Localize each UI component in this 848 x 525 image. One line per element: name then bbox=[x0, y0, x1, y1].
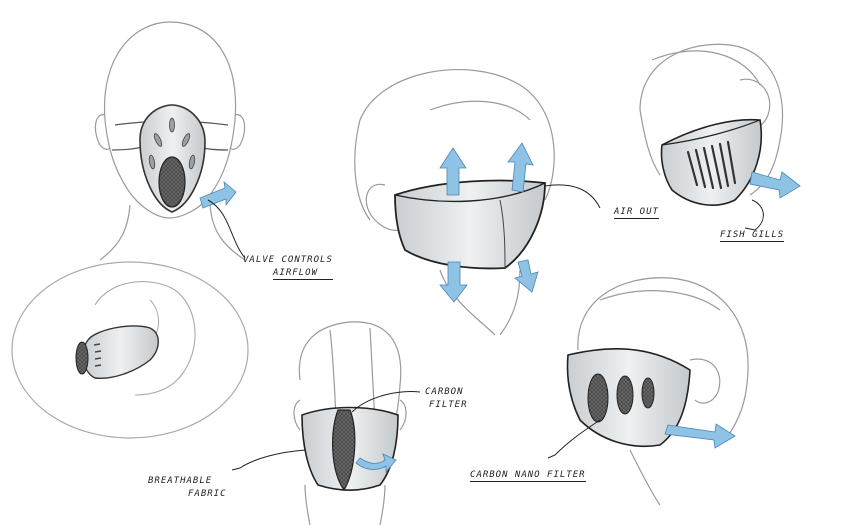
annotation-fish-gills: FISH GILLS bbox=[720, 230, 785, 242]
annotation-carbon-filter: CARBON FILTER bbox=[425, 387, 468, 410]
leader-air-out bbox=[544, 184, 601, 209]
annotation-valve-controls: VALVE CONTROLS AIRFLOW bbox=[243, 255, 333, 280]
nano-mask-body bbox=[566, 347, 691, 448]
annotation-breathable-fabric: BREATHABLE FABRIC bbox=[148, 476, 227, 499]
leader-carbon-nano bbox=[547, 419, 601, 459]
annotation-carbon-line2: FILTER bbox=[429, 400, 468, 410]
annotation-breathable-line1: BREATHABLE bbox=[148, 476, 213, 486]
head-outline bbox=[103, 21, 237, 219]
annotation-air-out: AIR OUT bbox=[614, 207, 659, 219]
gills-mask-body bbox=[660, 118, 763, 206]
neck bbox=[99, 204, 246, 261]
ear-right bbox=[229, 114, 246, 150]
airflow-arrow-gills bbox=[749, 171, 801, 199]
center-mask-body bbox=[394, 179, 546, 270]
annotation-valve-line1: VALVE CONTROLS bbox=[243, 255, 333, 265]
sketch-carbon-nano bbox=[577, 277, 749, 506]
leader-carbon bbox=[351, 391, 421, 413]
carbon-mask-body bbox=[301, 406, 399, 492]
air-out-arrows bbox=[439, 142, 539, 303]
sketch-side-profile bbox=[11, 261, 249, 439]
annotation-valve-line2: AIRFLOW bbox=[273, 268, 333, 280]
side-valve-mesh bbox=[75, 341, 89, 375]
valve-mask-body bbox=[139, 104, 206, 213]
side-mask-body bbox=[82, 325, 159, 379]
carbon-filter-strip bbox=[332, 409, 356, 492]
leader-fish-gills bbox=[744, 199, 764, 231]
ear-left bbox=[94, 114, 111, 150]
airflow-arrow-carbon bbox=[355, 453, 397, 474]
leader-valve bbox=[207, 199, 246, 259]
leader-breathable bbox=[231, 449, 306, 471]
sketch-fish-gills bbox=[639, 43, 784, 196]
annotation-carbon-line1: CARBON bbox=[425, 387, 464, 397]
annotation-breathable-line2: FABRIC bbox=[188, 489, 227, 499]
airflow-arrow-nano bbox=[664, 423, 736, 449]
annotation-carbon-nano-filter: CARBON NANO FILTER bbox=[470, 470, 586, 482]
airflow-arrow-valve bbox=[199, 181, 237, 209]
